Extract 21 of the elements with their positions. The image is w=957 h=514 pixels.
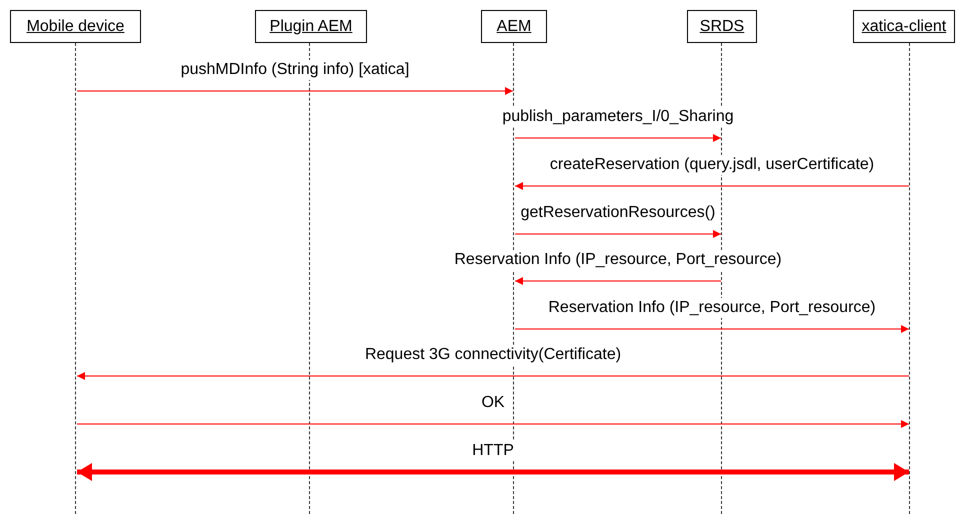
message-arrow (514, 134, 722, 142)
message-arrow (514, 325, 910, 333)
message-label: HTTP (470, 441, 516, 461)
message-arrow (514, 277, 722, 285)
message-label: publish_parameters_I/0_Sharing (500, 107, 736, 127)
message-arrow (76, 87, 514, 95)
message-arrow (76, 420, 910, 428)
lifeline (75, 43, 77, 514)
participant-box: Mobile device (10, 10, 141, 43)
message-arrow (76, 372, 910, 380)
message-label: getReservationResources() (518, 203, 718, 223)
message-arrow (77, 463, 909, 481)
participant-box: AEM (481, 10, 547, 43)
message-label: pushMDInfo (String info) [xatica] (178, 60, 412, 80)
message-label: createReservation (query.jsdl, userCertificate) (548, 155, 876, 175)
message-arrow (514, 230, 722, 238)
participant-box: SRDS (687, 10, 757, 43)
lifeline (909, 43, 911, 514)
participant-box: xatica-client (853, 10, 955, 43)
participant-box: Plugin AEM (255, 10, 367, 43)
message-arrow (514, 182, 910, 190)
